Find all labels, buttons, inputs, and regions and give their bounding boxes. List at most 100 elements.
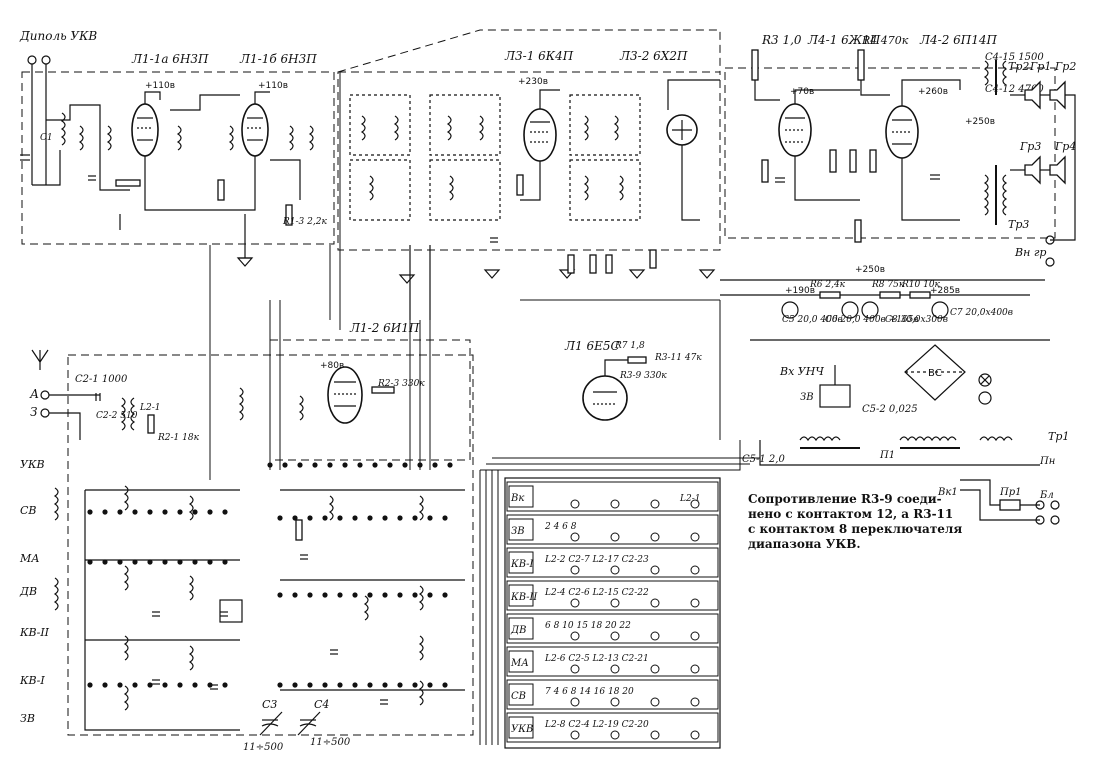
contact-dot <box>207 509 213 515</box>
contact-dot <box>432 462 438 468</box>
dipole-terminal-2 <box>41 55 51 65</box>
contact-dot <box>162 509 168 515</box>
c4-15-label: С4-15 1500 <box>985 52 1044 63</box>
contact-dot <box>352 682 358 688</box>
antenna-a-label: А <box>29 387 39 401</box>
contact-dot <box>322 682 328 688</box>
switch-contact <box>610 532 620 542</box>
vk1-label: Вк1 <box>937 487 958 498</box>
gr1-label: Гр1 <box>1029 60 1051 73</box>
contact-dot <box>162 682 168 688</box>
contact-dot <box>367 682 373 688</box>
contact-dot <box>87 682 93 688</box>
switch-contact <box>570 697 580 707</box>
converter-block-boundary <box>269 339 471 461</box>
contact-dot <box>337 592 343 598</box>
variable-capacitors <box>259 711 321 736</box>
voltage-80: +80в <box>320 361 344 371</box>
antenna-z-label: З <box>30 405 37 419</box>
contact-dot <box>412 682 418 688</box>
contact-dot <box>117 682 123 688</box>
if-block-wiring <box>349 79 720 320</box>
contact-dot <box>192 559 198 565</box>
switch-row-contacts: L2-4 С2-6 L2-15 С2-22 <box>544 588 649 598</box>
to-unch-label: Вх УНЧ <box>779 365 824 378</box>
tube-1-1a-label: Л1-1а 6Н3П <box>131 52 209 66</box>
switch-contact <box>690 697 700 707</box>
tube-1-2 <box>327 366 395 424</box>
contact-dot <box>342 462 348 468</box>
c1-label: С1 <box>40 133 53 143</box>
bl-label: Бл <box>1039 490 1054 501</box>
contact-dot <box>192 682 198 688</box>
contact-dot <box>132 509 138 515</box>
switch-row-label: МА <box>510 658 529 669</box>
contact-dot <box>367 515 373 521</box>
contact-dot <box>307 592 313 598</box>
band-ukv-label: УКВ <box>20 458 45 471</box>
contact-dot <box>132 559 138 565</box>
contact-dot <box>402 462 408 468</box>
tube-1-label: Л1 6Е5С <box>564 339 620 353</box>
contact-dot <box>427 682 433 688</box>
tube-4-1-label: Л4-1 6Ж1П <box>807 33 881 47</box>
c4-value: 11÷500 <box>310 737 351 748</box>
ukv-block-wiring <box>20 91 314 258</box>
r7-label: R7 1,8 <box>614 341 645 351</box>
r10-label: R10 10к <box>901 280 941 290</box>
tube-3-1-label: Л3-1 6К4П <box>504 49 574 63</box>
contact-dot <box>87 509 93 515</box>
c4-label: С4 <box>314 698 329 711</box>
tube-1-2-label: Л1-2 6И1П <box>349 321 420 335</box>
voltage-230: +230в <box>518 77 548 87</box>
ground-symbols-top <box>236 257 716 284</box>
contact-dot <box>412 592 418 598</box>
vn-gr-label: Вн гр <box>1014 246 1046 259</box>
switch-contact <box>570 532 580 542</box>
switch-row-label: Вк <box>510 493 524 504</box>
contact-dot <box>102 682 108 688</box>
band-ma-label: МА <box>19 552 40 565</box>
switch-row-tab <box>508 584 534 607</box>
ukv-block-boundary <box>21 71 335 245</box>
contact-dot <box>102 509 108 515</box>
switch-row-contacts: L2-8 С2-4 L2-19 С2-20 <box>544 720 649 730</box>
switch-row-contacts: L2-2 С2-7 L2-17 С2-23 <box>544 555 649 565</box>
band-kv1-label: КВ-I <box>19 674 45 687</box>
tube-4-2-label: Л4-2 6П14П <box>919 33 998 47</box>
voltage-110b: +110в <box>258 81 288 91</box>
note-line-4: диапазона УКВ. <box>748 537 861 551</box>
contact-dot <box>307 515 313 521</box>
switch-contact <box>690 532 700 542</box>
switch-contact <box>610 565 620 575</box>
c3-label: С3 <box>262 698 277 711</box>
contact-dot <box>162 559 168 565</box>
if-block-top-boundary <box>337 29 721 73</box>
switch-row-contacts: 6 8 10 15 18 20 22 <box>545 621 631 631</box>
rf-block-coils <box>53 387 465 731</box>
switch-row-label: ЗВ <box>511 526 525 537</box>
tube-1-1b-label: Л1-1б 6Н3П <box>239 52 317 66</box>
contact-strips <box>87 462 453 688</box>
switch-row-tab <box>508 650 534 673</box>
switch-contact <box>690 565 700 575</box>
switch-contact <box>690 598 700 608</box>
contact-dot <box>292 515 298 521</box>
r3-11-label: R3-11 47к <box>654 353 702 363</box>
contact-dot <box>397 682 403 688</box>
contact-dot <box>442 682 448 688</box>
contact-dot <box>312 462 318 468</box>
c7-label: С7 20,0х400в <box>950 308 1013 318</box>
contact-dot <box>132 682 138 688</box>
voltage-285: +285в <box>930 286 960 296</box>
contact-dot <box>102 559 108 565</box>
gr3-label: Гр3 <box>1019 140 1041 153</box>
r3-9-label: R3-9 330к <box>619 371 667 381</box>
gr4-label: Гр4 <box>1054 140 1076 153</box>
switch-row-label: КВ-II <box>510 592 538 603</box>
switch-row-contacts: 7 4 6 8 14 16 18 20 <box>545 687 634 697</box>
r1-3-label: R1-3 2,2к <box>282 217 327 227</box>
voltage-110a: +110в <box>145 81 175 91</box>
c8-label: С8 30,0х300в <box>885 315 948 325</box>
band-sv-label: СВ <box>20 504 37 517</box>
